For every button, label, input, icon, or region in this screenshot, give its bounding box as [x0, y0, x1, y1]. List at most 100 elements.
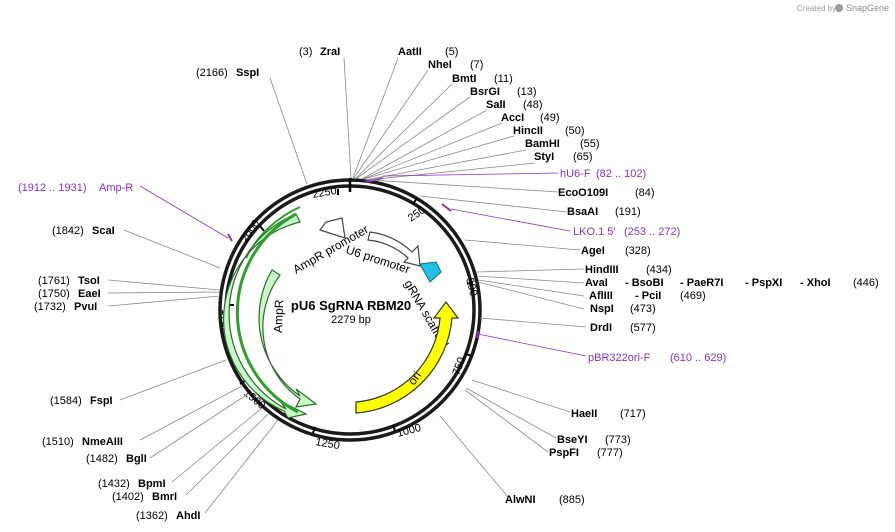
- site-pos-fspi: (1584): [50, 395, 82, 407]
- site-pos-scai: (1842): [52, 225, 84, 237]
- leader-line: [471, 379, 571, 413]
- site-name-pspxi-text: PspXI: [752, 277, 783, 289]
- site-pos-bsrgi: (13): [517, 86, 537, 98]
- primer-leader-lines: [139, 172, 587, 357]
- site-name-fspi[interactable]: FspI: [90, 395, 113, 407]
- site-pos-bpmi: (1432): [98, 478, 130, 490]
- site-pos-styi: (65): [573, 151, 593, 163]
- site-name-xhoi[interactable]: - XhoI: [800, 277, 831, 289]
- site-name-alwni[interactable]: AlwNI: [505, 494, 536, 506]
- site-name-scai[interactable]: ScaI: [92, 225, 115, 237]
- leader-line: [465, 387, 557, 439]
- site-pos-ahdi: (1362): [136, 510, 168, 522]
- site-name-bmti[interactable]: BmtI: [452, 73, 476, 85]
- leader-line: [364, 149, 527, 181]
- primer-arc-pbr: [476, 330, 479, 339]
- leader-line: [107, 291, 221, 294]
- credit-brand: SnapGene: [846, 3, 889, 13]
- site-name-paer7i[interactable]: - PaeR7I: [680, 277, 723, 289]
- feature-label-ampr: AmpR: [271, 299, 286, 333]
- leader-line: [204, 419, 279, 514]
- site-pos-nspi: (473): [630, 303, 656, 315]
- site-name-eaei[interactable]: EaeI: [78, 288, 101, 300]
- leader-lines: [107, 57, 587, 514]
- site-name-acci[interactable]: AccI: [501, 112, 524, 124]
- grna-scaffold-arrow: [419, 261, 442, 283]
- site-pos-aatii: (5): [445, 46, 458, 58]
- site-name-drdi[interactable]: DrdI: [590, 322, 612, 334]
- site-name-bgli[interactable]: BglI: [126, 453, 147, 465]
- site-pos-avai-group: (446): [853, 277, 879, 289]
- site-name-bamhi[interactable]: BamHI: [525, 138, 560, 150]
- tick-label-250: 250: [406, 204, 428, 224]
- site-name-nmeaiii[interactable]: NmeAIII: [82, 436, 123, 448]
- primer-arc-lko: [441, 203, 452, 212]
- primer-name-pbr[interactable]: pBR322ori-F: [588, 352, 651, 364]
- leader-line: [361, 109, 488, 180]
- site-name-bseyi[interactable]: BseYI: [557, 434, 588, 446]
- site-name-hincii[interactable]: HincII: [513, 125, 543, 137]
- site-name-eco0109i[interactable]: EcoO109I: [558, 187, 608, 199]
- leader-line: [477, 281, 585, 310]
- tick-label-750: 750: [451, 356, 469, 377]
- site-pos-zrai: (3): [299, 46, 312, 58]
- primer-name-lko[interactable]: LKO.1 5': [573, 226, 615, 238]
- site-pos-bseyi: (773): [605, 434, 631, 446]
- primer-name-ampr[interactable]: Amp-R: [99, 182, 133, 194]
- site-pos-hincii: (50): [565, 125, 585, 137]
- site-name-hindiii[interactable]: HindIII: [585, 264, 619, 276]
- site-pos-eco0109i: (84): [635, 187, 655, 199]
- site-name-agei[interactable]: AgeI: [581, 245, 605, 257]
- site-name-afliii[interactable]: AflIII: [589, 290, 613, 302]
- site-name-aatii[interactable]: AatII: [398, 46, 422, 58]
- plasmid-length: 2279 bp: [331, 314, 371, 326]
- site-name-nhei[interactable]: NheI: [428, 59, 452, 71]
- tick-mark: [465, 353, 473, 357]
- site-pos-acci: (49): [540, 112, 560, 124]
- site-name-zrai[interactable]: ZraI: [320, 46, 340, 58]
- leader-line: [149, 393, 249, 459]
- site-pos-sali: (48): [523, 99, 543, 111]
- site-name-bmri[interactable]: BmrI: [152, 491, 177, 503]
- site-pos-pvui: (1732): [34, 301, 66, 313]
- site-pos-nmeaiii: (1510): [42, 436, 74, 448]
- site-name-styi[interactable]: StyI: [534, 151, 554, 163]
- site-pos-agei: (328): [625, 245, 651, 257]
- site-name-bsrgi[interactable]: BsrGI: [470, 86, 500, 98]
- primer-range-pbr: (610 .. 629): [670, 352, 726, 364]
- site-name-pspxi[interactable]: - PspXI: [745, 277, 782, 289]
- site-name-xhoi-text: XhoI: [807, 277, 831, 289]
- site-name-haeii[interactable]: HaeII: [571, 408, 597, 420]
- site-name-pvui[interactable]: PvuI: [74, 301, 97, 313]
- site-name-ahdi[interactable]: AhdI: [176, 510, 200, 522]
- leader-line: [171, 407, 263, 483]
- leader-line: [119, 359, 227, 401]
- leader-line: [479, 317, 587, 328]
- site-pos-hindiii: (434): [646, 264, 672, 276]
- site-name-pcii[interactable]: - PciI: [635, 290, 661, 302]
- leader-line: [269, 77, 308, 185]
- site-pos-drdi: (577): [630, 322, 656, 334]
- leader-line: [353, 69, 429, 179]
- site-pos-eaei: (1750): [38, 288, 70, 300]
- site-name-tsoi[interactable]: TsoI: [78, 275, 100, 287]
- site-name-bsaai[interactable]: BsaAI: [567, 206, 598, 218]
- primer-range-hu6f: (82 .. 102): [596, 168, 646, 180]
- site-name-bpmi[interactable]: BpmI: [138, 478, 166, 490]
- feature-label-ori: ori: [405, 369, 424, 388]
- site-name-bsobi[interactable]: - BsoBI: [625, 277, 664, 289]
- site-pos-bmri: (1402): [112, 491, 144, 503]
- leader-line: [355, 83, 453, 179]
- leader-line: [477, 279, 585, 297]
- site-name-pspfi[interactable]: PspFI: [549, 447, 579, 459]
- site-name-avai[interactable]: AvaI: [585, 277, 608, 289]
- primer-leader-line: [450, 208, 571, 232]
- leader-line: [439, 415, 509, 498]
- leader-line: [363, 135, 515, 180]
- primer-name-hu6f[interactable]: hU6-F: [560, 168, 591, 180]
- site-name-nspi[interactable]: NspI: [590, 303, 614, 315]
- site-name-paer7i-text: PaeR7I: [687, 277, 724, 289]
- credit-created-by: Created by: [797, 4, 836, 13]
- site-name-sspi[interactable]: SspI: [236, 67, 259, 79]
- site-name-sali[interactable]: SalI: [486, 99, 506, 111]
